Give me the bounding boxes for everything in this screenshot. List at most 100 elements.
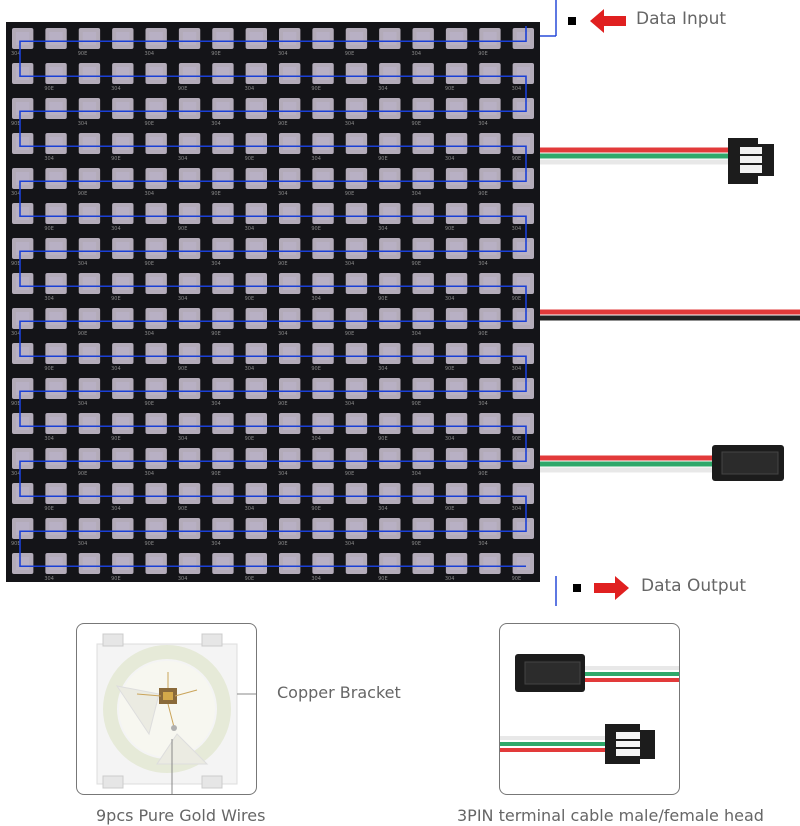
chip-mark-text: 304 [478, 541, 488, 547]
chip-mark-text: 304 [78, 541, 88, 547]
chip-mark-text: 304 [111, 86, 121, 92]
chip-mark-text: 90E [11, 121, 21, 127]
connector-closeup [500, 654, 679, 764]
chip-mark-text: 90E [345, 51, 355, 57]
chip-mark-text: 90E [78, 191, 88, 197]
chip-mark-text: 90E [378, 156, 388, 162]
chip-mark-text: 90E [378, 436, 388, 442]
led-matrix-illustration: 304 90E 304 90E 304 90E 304 90E 90E 304 90E 304 90E 3… [6, 0, 800, 606]
chip-mark-text: 304 [211, 121, 221, 127]
chip-mark-text: 304 [478, 261, 488, 267]
chip-mark-text: 304 [412, 471, 422, 477]
chip-mark-text: 90E [111, 156, 121, 162]
chip-mark-text: 304 [111, 226, 121, 232]
chip-mark-text: 90E [44, 86, 54, 92]
chip-mark-text: 90E [345, 191, 355, 197]
chip-mark-text: 90E [478, 331, 488, 337]
output-marker-square [573, 584, 581, 592]
chip-mark-text: 90E [311, 86, 321, 92]
chip-mark-text: 304 [44, 436, 54, 442]
chip-mark-text: 90E [345, 331, 355, 337]
power-cable-middle [520, 309, 800, 321]
chip-mark-text: 304 [78, 261, 88, 267]
chip-mark-text: 304 [44, 156, 54, 162]
data-output-label: Data Output [641, 576, 747, 596]
chip-mark-text: 304 [311, 436, 321, 442]
chip-mark-text: 90E [78, 331, 88, 337]
led-chip-detail-box [76, 623, 387, 804]
chip-mark-text: 304 [345, 541, 355, 547]
chip-mark-text: 304 [178, 296, 188, 302]
chip-mark-text: 90E [311, 506, 321, 512]
chip-mark-text: 90E [512, 156, 522, 162]
chip-mark-text: 90E [245, 296, 255, 302]
chip-mark-text: 304 [412, 191, 422, 197]
chip-mark-text: 90E [412, 121, 422, 127]
chip-mark-text: 90E [512, 296, 522, 302]
chip-mark-text: 90E [145, 401, 155, 407]
chip-mark-text: 90E [211, 471, 221, 477]
chip-mark-text: 304 [512, 86, 522, 92]
chip-mark-text: 90E [44, 366, 54, 372]
chip-mark-text: 304 [245, 226, 255, 232]
chip-mark-text: 90E [44, 506, 54, 512]
chip-mark-text: 90E [311, 366, 321, 372]
chip-mark-text: 90E [145, 121, 155, 127]
chip-mark-text: 304 [211, 261, 221, 267]
chip-mark-text: 304 [378, 86, 388, 92]
chip-mark-text: 90E [445, 226, 455, 232]
chip-mark-text: 304 [512, 506, 522, 512]
chip-mark-text: 90E [412, 401, 422, 407]
chip-mark-text: 304 [512, 366, 522, 372]
data-input-label: Data Input [636, 9, 727, 29]
chip-mark-text: 90E [245, 156, 255, 162]
chip-mark-text: 90E [11, 541, 21, 547]
chip-mark-text: 90E [78, 51, 88, 57]
chip-mark-text: 304 [311, 156, 321, 162]
chip-mark-text: 304 [211, 401, 221, 407]
chip-mark-text: 90E [445, 86, 455, 92]
chip-mark-text: 304 [445, 156, 455, 162]
chip-mark-text: 90E [412, 541, 422, 547]
chip-mark-text: 90E [178, 506, 188, 512]
chip-mark-text: 304 [445, 296, 455, 302]
chip-mark-text: 304 [278, 51, 288, 57]
chip-mark-text: 90E [211, 51, 221, 57]
chip-mark-text: 90E [478, 51, 488, 57]
chip-mark-text: 90E [378, 576, 388, 582]
chip-mark-text: 304 [178, 156, 188, 162]
chip-mark-text: 304 [345, 121, 355, 127]
arrow-left-icon [590, 9, 626, 33]
chip-mark-text: 304 [478, 121, 488, 127]
chip-mark-text: 304 [78, 121, 88, 127]
chip-mark-text: 90E [412, 261, 422, 267]
connector-detail-box [499, 623, 680, 795]
chip-mark-text: 304 [145, 471, 155, 477]
chip-mark-text: 304 [44, 296, 54, 302]
chip-mark-text: 90E [311, 226, 321, 232]
chip-mark-text: 90E [278, 121, 288, 127]
chip-mark-text: 90E [445, 506, 455, 512]
chip-mark-text: 304 [245, 86, 255, 92]
gold-wires-label: 9pcs Pure Gold Wires [96, 806, 266, 825]
chip-mark-text: 304 [78, 401, 88, 407]
chip-mark-text: 304 [412, 331, 422, 337]
chip-mark-text: 90E [512, 576, 522, 582]
chip-mark-text: 90E [278, 541, 288, 547]
chip-mark-text: 304 [111, 506, 121, 512]
chip-mark-text: 304 [512, 226, 522, 232]
chip-mark-text: 90E [278, 401, 288, 407]
chip-mark-text: 304 [412, 51, 422, 57]
chip-mark-text: 304 [145, 331, 155, 337]
chip-mark-text: 90E [111, 576, 121, 582]
chip-mark-text: 90E [178, 366, 188, 372]
chip-mark-text: 90E [478, 191, 488, 197]
chip-mark-text: 90E [11, 261, 21, 267]
chip-mark-text: 304 [145, 51, 155, 57]
chip-mark-text: 304 [345, 261, 355, 267]
chip-mark-text: 90E [278, 261, 288, 267]
chip-mark-text: 304 [311, 296, 321, 302]
chip-mark-text: 90E [478, 471, 488, 477]
chip-mark-text: 90E [245, 436, 255, 442]
chip-mark-text: 304 [245, 366, 255, 372]
